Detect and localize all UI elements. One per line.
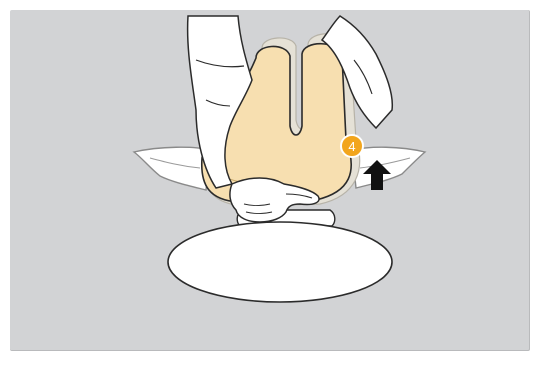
step-number: 4 xyxy=(348,139,355,154)
lower-cushion xyxy=(168,222,392,302)
step-badge-icon: 4 xyxy=(341,135,363,157)
frame-wing-left xyxy=(134,147,210,190)
